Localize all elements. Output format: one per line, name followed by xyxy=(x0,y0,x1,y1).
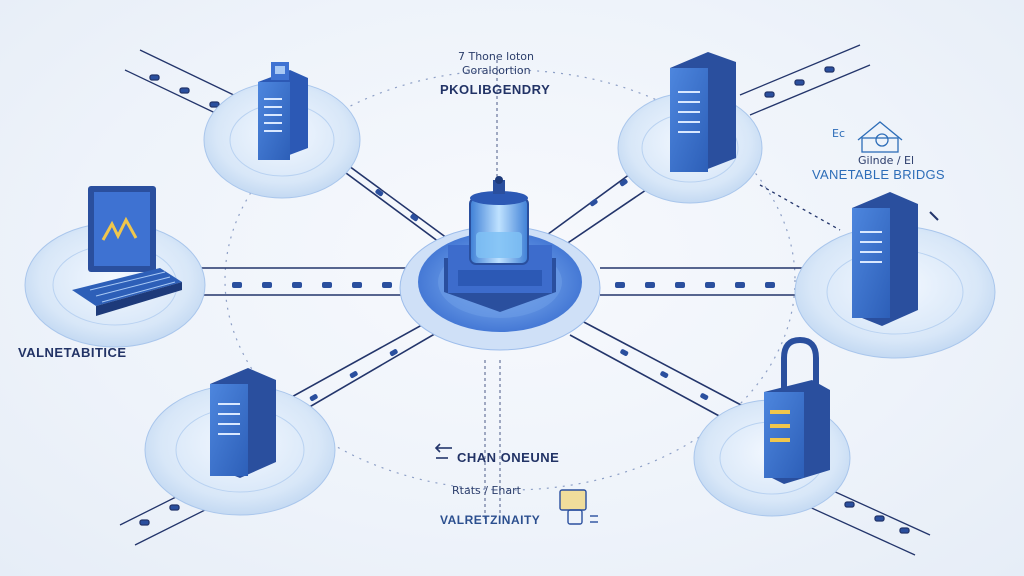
server-icon-top-left xyxy=(258,62,308,160)
server-icon-bottom-left xyxy=(210,368,276,478)
arrow-icon xyxy=(434,443,452,459)
left-title: VALNETABITICE xyxy=(18,345,127,360)
bottom-title: CHAN ONEUNE xyxy=(457,450,560,465)
central-hub xyxy=(399,176,601,351)
top-caption-line2: Goraloortion xyxy=(462,64,531,77)
cloud-house-icon xyxy=(857,121,903,153)
top-title: PKOLIBGENDRY xyxy=(440,82,551,97)
server-icon-right xyxy=(852,192,939,326)
orbit-ring xyxy=(224,69,796,491)
clipboard-icon xyxy=(559,489,598,525)
laptop-icon xyxy=(72,186,182,316)
data-packets xyxy=(232,159,775,401)
padlock-icon xyxy=(764,336,830,484)
bottom-label: VALRETZINAITY xyxy=(440,513,541,527)
right-caption: Gilnde / El xyxy=(858,154,915,167)
top-caption-line1: 7 Thone loton xyxy=(458,50,534,63)
bottom-caption: Rtats / Ehart xyxy=(452,484,521,497)
right-title: VANETABLE BRIDGS xyxy=(812,167,945,182)
right-icon-text: Ec xyxy=(832,127,845,140)
server-icon-top-right xyxy=(670,52,736,172)
